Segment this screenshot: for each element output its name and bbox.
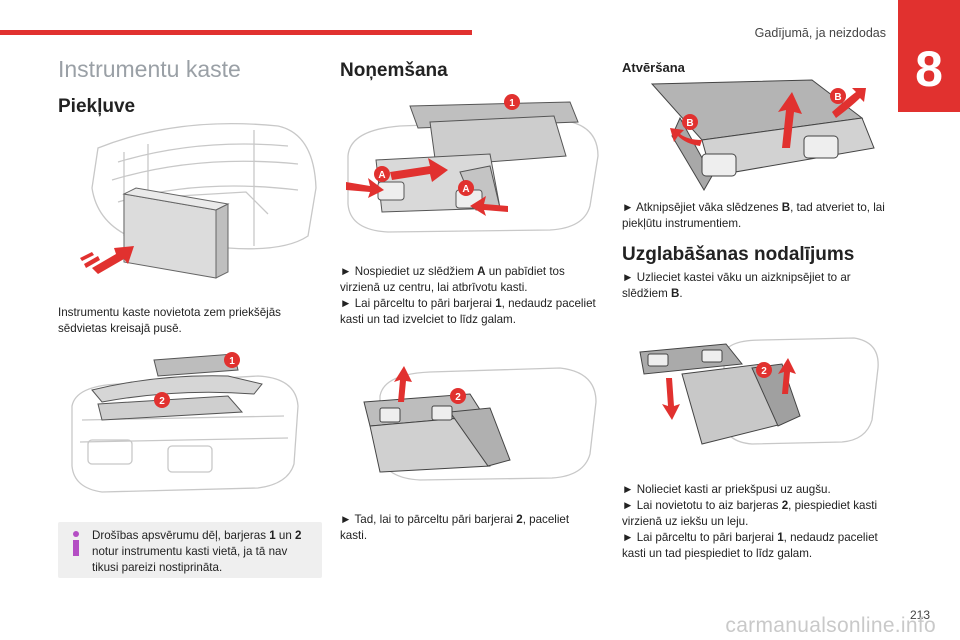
opening-step-1: ► Atknipsējiet vāka slēdzenes B, tad atv… bbox=[622, 201, 885, 230]
storage-step-3: ► Lai novietotu to aiz barjeras 2, piesp… bbox=[622, 499, 878, 528]
callout-marker bbox=[458, 180, 474, 196]
callout-label: 1 bbox=[509, 98, 515, 109]
open-lid-illustration: B B bbox=[650, 79, 875, 191]
heading-storage: Uzglabāšanas nodalījums bbox=[622, 244, 855, 265]
removal-step-2: ► Lai pārceltu to pāri barjerai 1, nedau… bbox=[340, 297, 596, 326]
seat-barriers-illustration: 1 2 bbox=[71, 352, 299, 493]
header-accent-bar bbox=[0, 30, 472, 35]
lift-over-barrier-illustration: 2 bbox=[363, 366, 597, 481]
callout-label: 2 bbox=[761, 366, 767, 377]
callout-label: A bbox=[378, 170, 385, 181]
callout-label: 2 bbox=[159, 396, 165, 407]
callout-marker bbox=[450, 388, 466, 404]
page-title: Instrumentu kaste bbox=[58, 56, 241, 82]
callout-label: 2 bbox=[455, 392, 461, 403]
callout-marker bbox=[504, 94, 520, 110]
heading-access: Piekļuve bbox=[58, 96, 136, 117]
callout-marker bbox=[682, 114, 698, 130]
heading-removal: Noņemšana bbox=[340, 60, 448, 81]
removal-illustration: 1 A A bbox=[346, 94, 599, 233]
removal-step-1: ► Nospiediet uz slēdžiem A un pabīdiet t… bbox=[340, 265, 565, 294]
callout-marker bbox=[756, 362, 772, 378]
callout-label: B bbox=[834, 92, 841, 103]
info-icon bbox=[73, 531, 79, 556]
callout-marker bbox=[374, 166, 390, 182]
storage-illustration: 2 bbox=[639, 337, 879, 445]
seat-illustration bbox=[80, 122, 317, 279]
callout-label: B bbox=[686, 118, 693, 129]
section-title: Gadījumā, ja neizdodas bbox=[754, 26, 886, 40]
removal-step-3: ► Tad, lai to pārceltu pāri barjerai 2, … bbox=[340, 513, 570, 542]
storage-step-1: ► Uzlieciet kastei vāku un aizknipsējiet… bbox=[622, 271, 851, 300]
callout-marker bbox=[830, 88, 846, 104]
page-number: 213 bbox=[909, 608, 930, 622]
watermark: carmanualsonline.info bbox=[725, 614, 936, 637]
access-paragraph: Instrumentu kaste novietota zem priekšēj… bbox=[58, 306, 281, 335]
heading-opening: Atvēršana bbox=[622, 60, 685, 75]
safety-note: Drošības apsvērumu dēļ, barjeras 1 un 2 … bbox=[58, 522, 322, 578]
callout-label: A bbox=[462, 184, 469, 195]
storage-step-2: ► Nolieciet kasti ar priekšpusi uz augšu… bbox=[622, 483, 831, 496]
callout-marker bbox=[224, 352, 240, 368]
callout-marker bbox=[154, 392, 170, 408]
storage-step-4: ► Lai pārceltu to pāri barjerai 1, nedau… bbox=[622, 531, 878, 560]
callout-label: 1 bbox=[229, 356, 235, 367]
chapter-tab: 8 bbox=[898, 0, 960, 112]
